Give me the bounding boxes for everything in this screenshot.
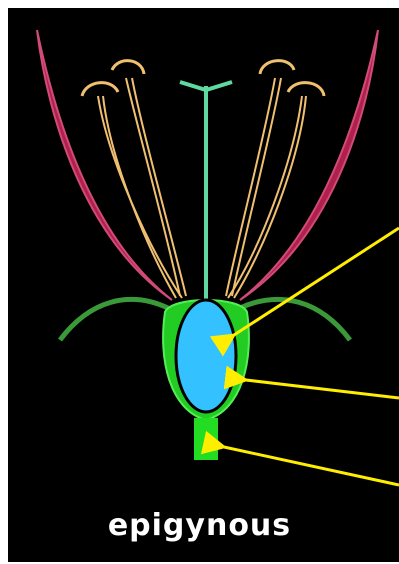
stamen-filament-2	[103, 96, 176, 298]
anther-right-outer	[288, 83, 324, 96]
anther-right-inner	[260, 61, 294, 74]
anther-left-outer	[82, 83, 118, 96]
pedicel	[194, 418, 218, 460]
stamens	[98, 78, 306, 298]
stamen-filament-1	[98, 96, 182, 298]
stamen-filament-3	[132, 78, 186, 296]
ovary	[176, 300, 236, 412]
diagram-caption: epigynous	[0, 508, 399, 543]
anther-left-inner	[112, 61, 144, 74]
stamen-filament-5	[226, 78, 275, 296]
left-sepal	[60, 299, 168, 340]
pointer-arrow-ovary	[234, 228, 399, 335]
pointer-arrow-pedicel	[224, 447, 399, 485]
pointer-arrow-receptacle	[246, 380, 399, 398]
stamen-filament-6	[232, 78, 281, 296]
